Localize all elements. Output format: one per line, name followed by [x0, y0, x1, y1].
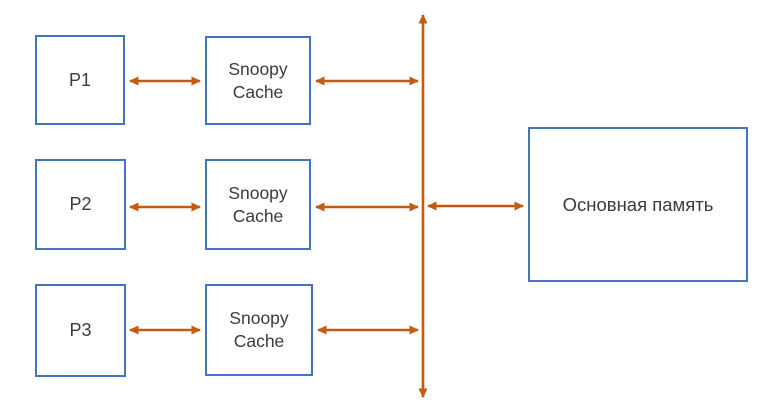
cache-label-line2: Cache	[232, 205, 284, 226]
processor-label: P1	[68, 69, 92, 90]
cache-label-line2: Cache	[233, 331, 285, 351]
processor-label: P3	[69, 320, 92, 340]
processor-box-p3: P3	[35, 284, 126, 377]
cache-label-line1: Snoopy	[228, 182, 288, 203]
snoopy-cache-box-1: Snoopy Cache	[205, 36, 311, 125]
main-memory-label: Основная память	[562, 193, 714, 215]
snoopy-cache-box-2: Snoopy Cache	[205, 159, 311, 250]
processor-box-p1: P1	[35, 35, 125, 125]
cache-label-line2: Cache	[232, 81, 284, 102]
main-memory-box: Основная память	[528, 127, 748, 282]
snoopy-cache-box-3: Snoopy Cache	[205, 284, 313, 376]
processor-box-p2: P2	[35, 159, 126, 250]
processor-label: P2	[69, 194, 92, 214]
cache-label-line1: Snoopy	[229, 308, 289, 329]
cache-label-line1: Snoopy	[228, 58, 288, 79]
